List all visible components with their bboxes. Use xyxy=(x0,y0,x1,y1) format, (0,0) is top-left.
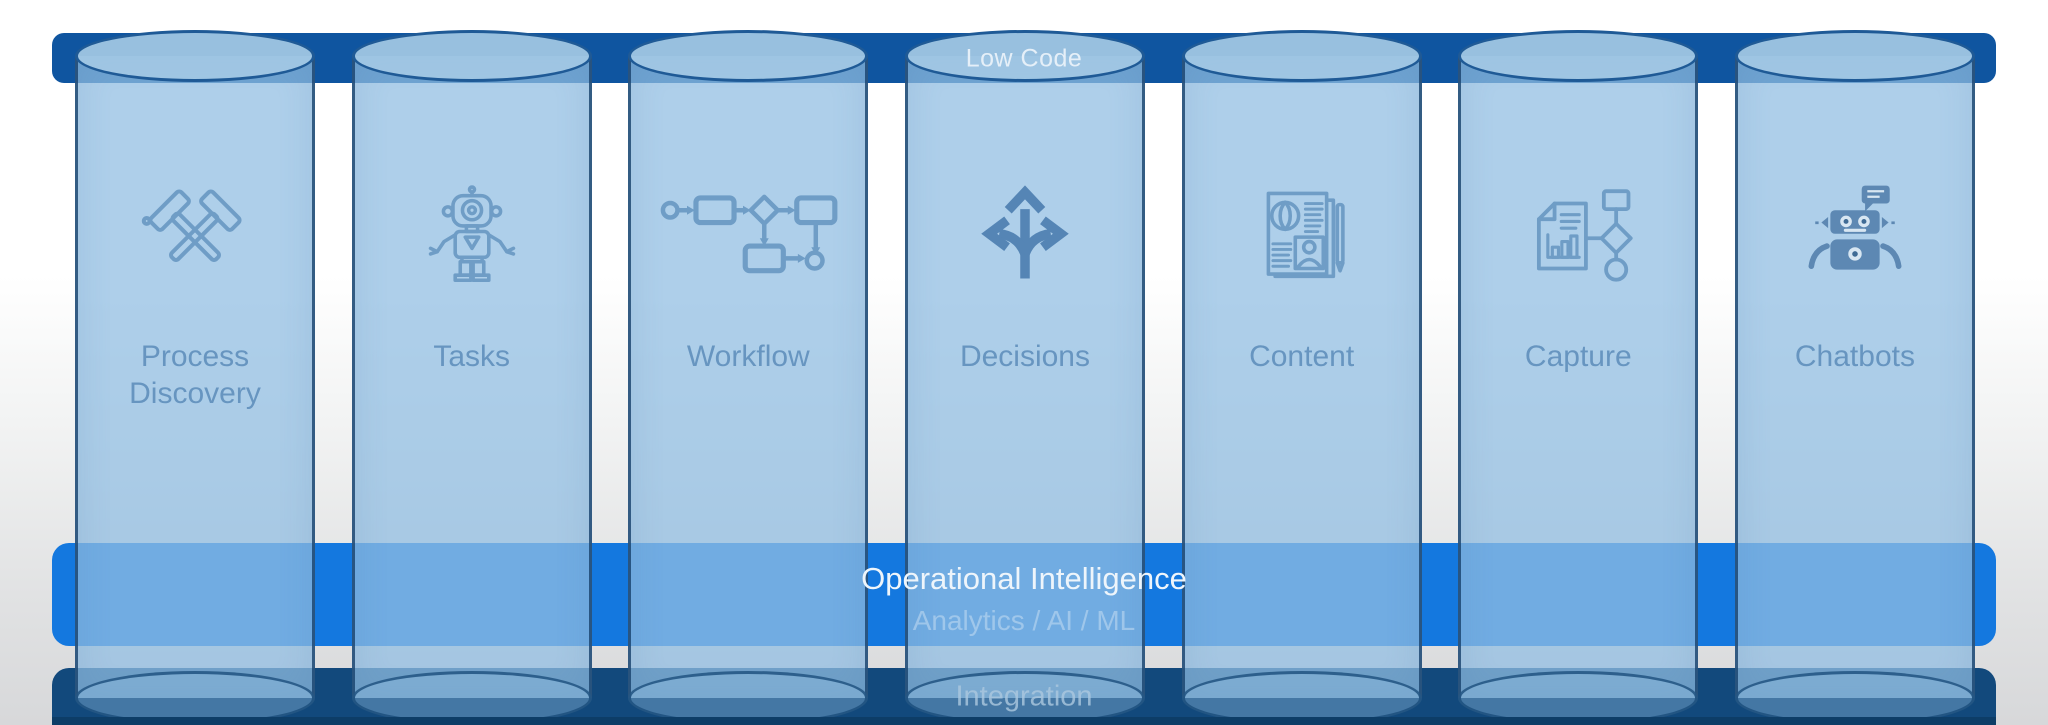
integration-label: Integration xyxy=(955,680,1093,713)
cylinder-top-ellipse xyxy=(75,30,315,82)
pillar-process-discovery: Process Discovery xyxy=(75,30,315,725)
cylinder-top-ellipse xyxy=(904,30,1145,82)
cylinder-top-ellipse xyxy=(1458,30,1699,82)
operational-intelligence-label: Operational Intelligence xyxy=(861,561,1187,596)
pillar-label: Workflow xyxy=(686,340,810,373)
newspaper-icon xyxy=(1246,180,1358,292)
bottom-edge-strip xyxy=(52,717,1996,725)
low-code-label: Low Code xyxy=(965,44,1083,73)
pillar-capture: Capture xyxy=(1458,30,1699,725)
pillar-content: Content xyxy=(1181,30,1422,725)
cylinder-bottom-ellipse xyxy=(75,671,315,725)
cylinder-top-ellipse xyxy=(351,30,592,82)
crossed-hammers-icon xyxy=(139,180,251,292)
flowchart-icon xyxy=(659,180,838,292)
cylinder-body xyxy=(1458,56,1699,698)
branching-arrows-icon xyxy=(969,180,1081,292)
analytics-ai-ml-sublabel: Analytics / AI / ML xyxy=(912,605,1136,636)
pillar-label: Tasks xyxy=(433,340,510,373)
cylinder-body xyxy=(1734,56,1975,698)
pillar-tasks: Tasks xyxy=(351,30,592,725)
cylinder-body xyxy=(904,56,1145,698)
pillar-workflow: Workflow xyxy=(628,30,869,725)
pillar-label: Content xyxy=(1249,340,1355,373)
pillar-label: Process Discovery xyxy=(129,340,261,411)
pillar-label: Capture xyxy=(1524,340,1632,373)
cylinder-bottom-ellipse xyxy=(1181,671,1422,725)
pillar-label: Chatbots xyxy=(1794,340,1915,373)
cylinder-top-ellipse xyxy=(1734,30,1975,82)
pillar-chatbots: Chatbots xyxy=(1734,30,1975,725)
cylinder-body xyxy=(628,56,869,698)
robot-icon xyxy=(416,180,528,292)
cylinder-top-ellipse xyxy=(1181,30,1422,82)
pillar-decisions: Decisions xyxy=(904,30,1145,725)
cylinder-body xyxy=(75,56,315,698)
pillar-row: Process Discovery Tasks xyxy=(75,30,1975,725)
cylinder-body xyxy=(351,56,592,698)
chatbot-icon xyxy=(1799,180,1911,292)
document-flowchart-icon xyxy=(1512,180,1644,292)
cylinder-body xyxy=(1181,56,1422,698)
cylinder-top-ellipse xyxy=(628,30,869,82)
pillar-label: Decisions xyxy=(959,340,1090,373)
